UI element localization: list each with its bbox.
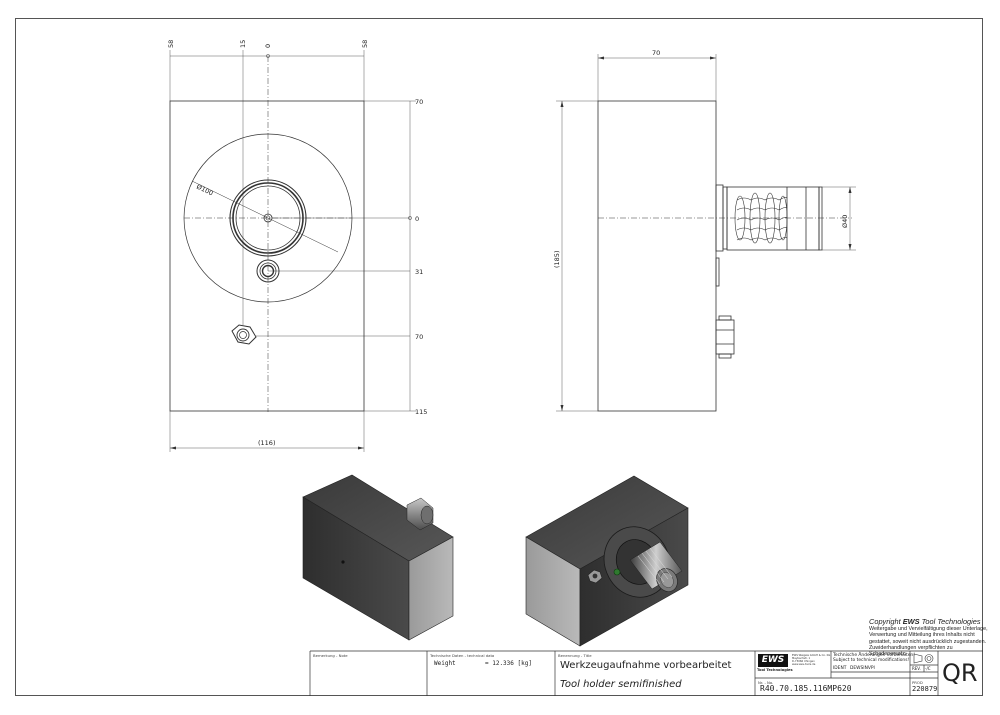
copyright-line: Weitergabe und Vervielfältigung dieser U… bbox=[869, 626, 988, 632]
side-view-body bbox=[597, 100, 717, 412]
title-label: Benennung - Title bbox=[558, 653, 592, 658]
title-german: Werkzeugaufnahme vorbearbeitet bbox=[560, 660, 732, 671]
prod-number: 220879 bbox=[912, 685, 938, 693]
ident-label: IDENT bbox=[833, 666, 847, 671]
ident-value: DEWSINVPI bbox=[850, 666, 875, 671]
projection-symbol bbox=[913, 653, 934, 664]
drawing-number: R40.70.185.116MP620 bbox=[760, 684, 852, 693]
remark-label: Bemerkung - Note bbox=[313, 653, 348, 658]
ews-logo: EWS bbox=[758, 654, 788, 667]
front-view bbox=[169, 50, 416, 452]
copyright-line: gestattet, soweit nicht ausdrücklich zug… bbox=[869, 638, 987, 645]
qr-code-label: QR bbox=[942, 659, 978, 687]
iso-left-side-face bbox=[408, 536, 454, 641]
dim-right-70: 70 bbox=[415, 98, 423, 106]
dim-dia-100: Ø100 bbox=[195, 183, 214, 198]
weight-label: Weight bbox=[434, 660, 456, 667]
changes-notice: Technische Änderungen vorbehalten! Subje… bbox=[833, 653, 915, 664]
diameter-leader bbox=[191, 180, 339, 253]
copyright-line: Zuwiderhandlungen verpflichten zu Schade… bbox=[869, 644, 953, 658]
title-english: Tool holder semifinished bbox=[560, 679, 682, 690]
front-view-body bbox=[169, 100, 365, 412]
weight-value: = 12.336 [kg] bbox=[485, 660, 532, 667]
title-block-lines bbox=[309, 650, 983, 696]
hex-fitting bbox=[231, 324, 257, 345]
dim-bottom-116: (116) bbox=[258, 439, 275, 447]
tech-data-label: Technische Daten - technical data bbox=[430, 653, 495, 658]
rev-label: REV. bbox=[912, 666, 921, 671]
ews-logo-subtitle: Tool Technologies bbox=[757, 668, 793, 672]
iso-left-hole bbox=[341, 560, 345, 564]
side-dim-185: (185) bbox=[553, 251, 561, 268]
company-address: EWS Weigele GmbH & Co. KG Maybachstr. 1 … bbox=[792, 654, 831, 667]
copyright-line: Verwertung und Mitteilung ihres Inhalts … bbox=[869, 632, 975, 639]
dim-right-70b: 70 bbox=[415, 333, 423, 341]
rev-value: -/C bbox=[925, 666, 931, 671]
dim-right-31: 31 bbox=[415, 268, 423, 276]
serration-pattern bbox=[734, 192, 788, 244]
copyright-notice: Copyright EWS Tool Technologies Weiterga… bbox=[869, 617, 989, 657]
side-dim-40: Ø40 bbox=[841, 215, 849, 228]
side-dim-70: 70 bbox=[652, 49, 660, 57]
dim-right-0: 0 bbox=[415, 215, 419, 223]
sheet-frame bbox=[15, 18, 983, 696]
side-view bbox=[556, 54, 856, 412]
dim-top-15: 15 bbox=[239, 40, 247, 48]
iso-view-left bbox=[302, 474, 454, 641]
dim-top-left-58: 58 bbox=[167, 40, 175, 48]
side-fitting bbox=[715, 319, 735, 355]
dim-top-0: 0 bbox=[264, 44, 272, 48]
drawing-number-label: Nr. - No. bbox=[758, 680, 774, 685]
dim-right-115: 115 bbox=[415, 408, 427, 416]
prod-label: PROD bbox=[912, 680, 923, 685]
iso-right-green-plug bbox=[613, 568, 621, 576]
dim-top-right-58: 58 bbox=[361, 40, 369, 48]
iso-view-right bbox=[525, 475, 689, 647]
copyright-title: Copyright EWS Tool Technologies bbox=[869, 617, 981, 626]
